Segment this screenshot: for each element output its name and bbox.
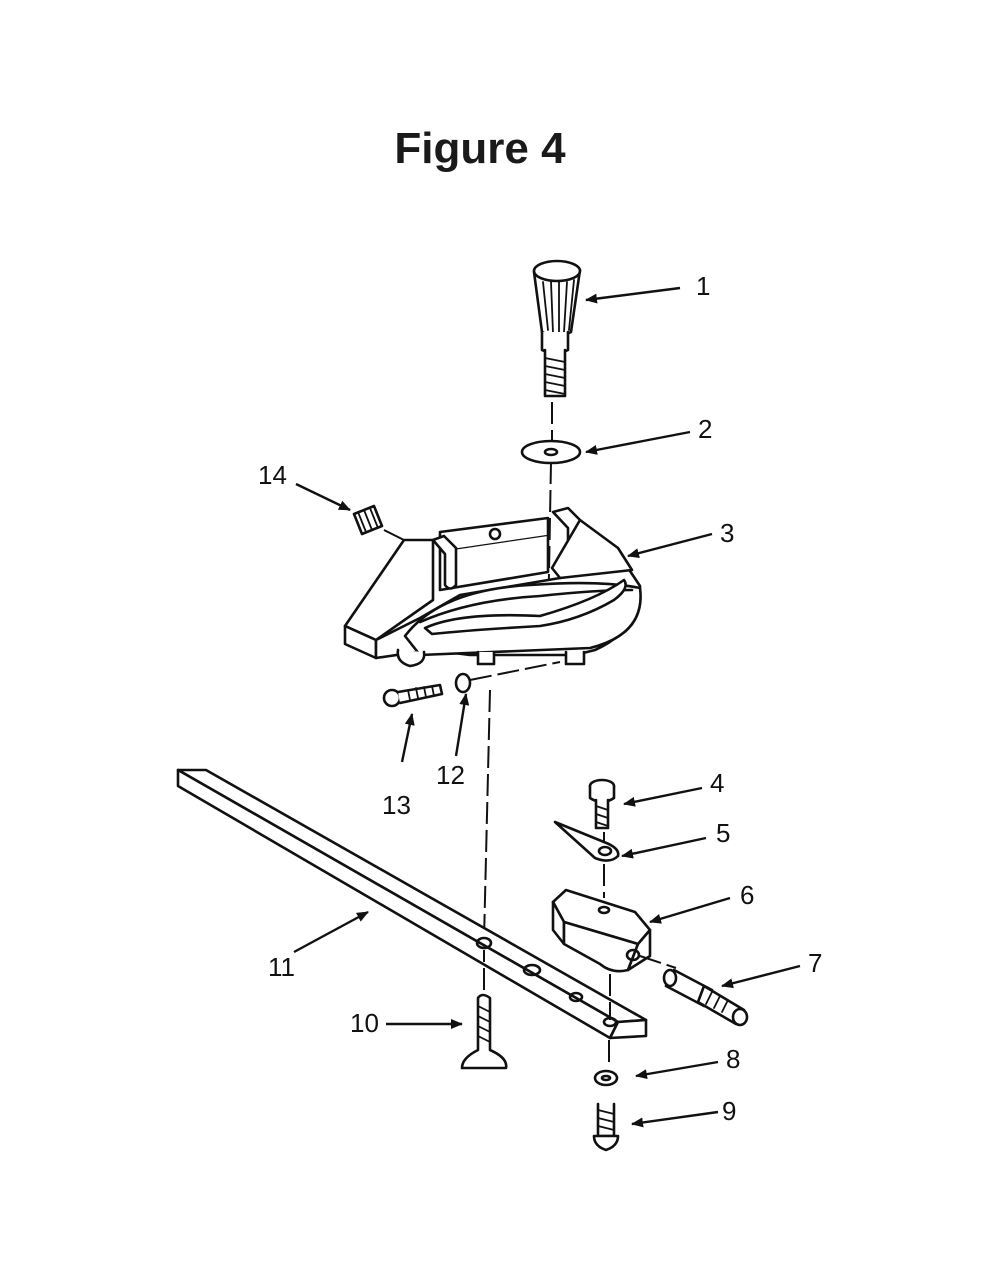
callout-labels: 1 2 3 4 5 6 7 8 9 10 11 12 13 14 bbox=[258, 271, 822, 1126]
part-screw-9 bbox=[592, 1102, 620, 1152]
callout-2: 2 bbox=[698, 414, 712, 444]
part-washer bbox=[520, 439, 582, 629]
callout-11: 11 bbox=[268, 952, 295, 982]
callout-3: 3 bbox=[720, 518, 734, 548]
callout-5: 5 bbox=[716, 818, 730, 848]
part-stop-block bbox=[551, 888, 677, 1020]
part-pin bbox=[662, 968, 749, 1027]
callout-4: 4 bbox=[710, 768, 724, 798]
callout-9: 9 bbox=[722, 1096, 736, 1126]
callout-10: 10 bbox=[350, 1008, 379, 1038]
callout-8: 8 bbox=[726, 1044, 740, 1074]
callout-12: 12 bbox=[436, 760, 465, 790]
figure-title: Figure 4 bbox=[394, 124, 566, 173]
part-bar bbox=[176, 768, 648, 1040]
part-flat-screw bbox=[460, 950, 508, 1070]
part-lock-washer-8 bbox=[593, 1040, 619, 1087]
alignment-line-bar bbox=[483, 689, 491, 941]
callout-1: 1 bbox=[696, 271, 710, 301]
callout-13: 13 bbox=[382, 790, 411, 820]
part-knob bbox=[532, 259, 582, 446]
leader-arrows bbox=[293, 286, 801, 1128]
part-set-screw bbox=[352, 504, 405, 541]
part-screw-4 bbox=[588, 778, 616, 846]
callout-6: 6 bbox=[740, 880, 754, 910]
part-pointer bbox=[553, 820, 620, 898]
part-lock-washer-12 bbox=[454, 661, 561, 694]
part-screw-13 bbox=[382, 683, 444, 708]
callout-14: 14 bbox=[258, 460, 287, 490]
part-miter-body bbox=[343, 506, 642, 668]
callout-7: 7 bbox=[808, 948, 822, 978]
